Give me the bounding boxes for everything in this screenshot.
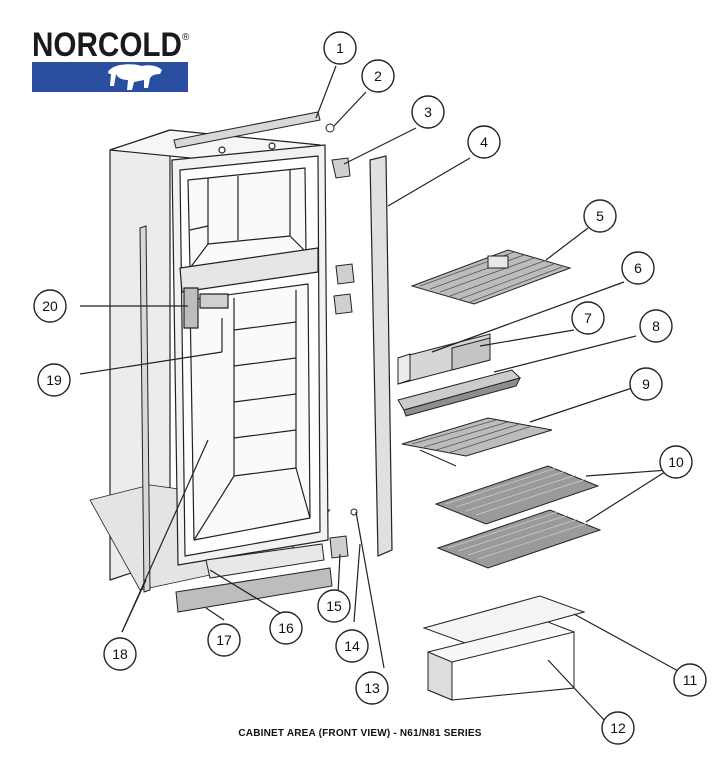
callout-3: 3: [411, 95, 445, 129]
shelf-10b: [436, 509, 602, 569]
crisper-drawer: [422, 595, 586, 701]
callout-number: 16: [278, 620, 294, 636]
callout-1: 1: [323, 31, 357, 65]
norcold-logo: NORCOLD ®: [32, 26, 190, 92]
callout-14: 14: [335, 629, 369, 663]
callout-number: 8: [652, 318, 660, 334]
callout-number: 10: [668, 454, 684, 470]
callout-circle: [37, 363, 71, 397]
callout-circle: [583, 199, 617, 233]
callout-number: 20: [42, 298, 58, 314]
callout-circle: [335, 629, 369, 663]
callout-13: 13: [355, 671, 389, 705]
logo-bar: [32, 62, 188, 92]
callout-number: 14: [344, 638, 360, 654]
shelf-5: [410, 249, 572, 305]
callout-circle: [467, 125, 501, 159]
callout-circle: [601, 711, 635, 745]
callout-7: 7: [571, 301, 605, 335]
callout-16: 16: [269, 611, 303, 645]
callout-circle: [621, 251, 655, 285]
callout-20: 20: [33, 289, 67, 323]
callout-number: 18: [112, 646, 128, 662]
callout-number: 9: [642, 376, 650, 392]
callout-circle: [361, 59, 395, 93]
callout-number: 2: [374, 68, 382, 84]
bottom-grille: [175, 543, 333, 613]
callout-18: 18: [103, 637, 137, 671]
callout-17: 17: [207, 623, 241, 657]
callout-circle: [659, 445, 693, 479]
callout-15: 15: [317, 589, 351, 623]
callout-9: 9: [629, 367, 663, 401]
callout-19: 19: [37, 363, 71, 397]
callout-circle: [411, 95, 445, 129]
callout-12: 12: [601, 711, 635, 745]
diagram-caption: CABINET AREA (FRONT VIEW) - N61/N81 SERI…: [238, 728, 482, 739]
callout-number: 4: [480, 134, 488, 150]
callout-10: 10: [659, 445, 693, 479]
door-gasket: [369, 155, 393, 557]
logo-registered-mark: ®: [182, 32, 190, 43]
callout-number: 13: [364, 680, 380, 696]
side-gasket-strip: [139, 225, 151, 593]
logo-brand-text: NORCOLD: [32, 26, 182, 64]
door-bin-8: [397, 369, 521, 417]
callout-number: 17: [216, 632, 232, 648]
callout-6: 6: [621, 251, 655, 285]
callout-number: 19: [46, 372, 62, 388]
shelf-9: [401, 417, 553, 467]
callout-circle: [629, 367, 663, 401]
callout-number: 6: [634, 260, 642, 276]
callout-number: 15: [326, 598, 342, 614]
polar-bear-icon: [108, 64, 162, 90]
callout-8: 8: [639, 309, 673, 343]
callout-11: 11: [673, 663, 707, 697]
crisper-cover-6-7: [397, 333, 491, 385]
callout-circle: [33, 289, 67, 323]
shelf-10a: [434, 465, 600, 525]
leader-lines: [79, 65, 681, 723]
callout-circle: [269, 611, 303, 645]
callout-circle: [103, 637, 137, 671]
callout-number: 5: [596, 208, 604, 224]
callout-number: 12: [610, 720, 626, 736]
callout-circle: [639, 309, 673, 343]
callout-2: 2: [361, 59, 395, 93]
top-trim-strip: [173, 111, 321, 149]
callout-circle: [673, 663, 707, 697]
callout-number: 11: [683, 672, 698, 688]
callout-number: 3: [424, 104, 432, 120]
callout-5: 5: [583, 199, 617, 233]
callout-circle: [355, 671, 389, 705]
callout-circle: [317, 589, 351, 623]
callout-4: 4: [467, 125, 501, 159]
callout-circle: [207, 623, 241, 657]
cabinet: [89, 129, 331, 591]
hinge-parts: [325, 123, 358, 559]
callout-number: 1: [336, 40, 344, 56]
callout-number: 7: [584, 310, 592, 326]
callout-circle: [323, 31, 357, 65]
callout-circle: [571, 301, 605, 335]
